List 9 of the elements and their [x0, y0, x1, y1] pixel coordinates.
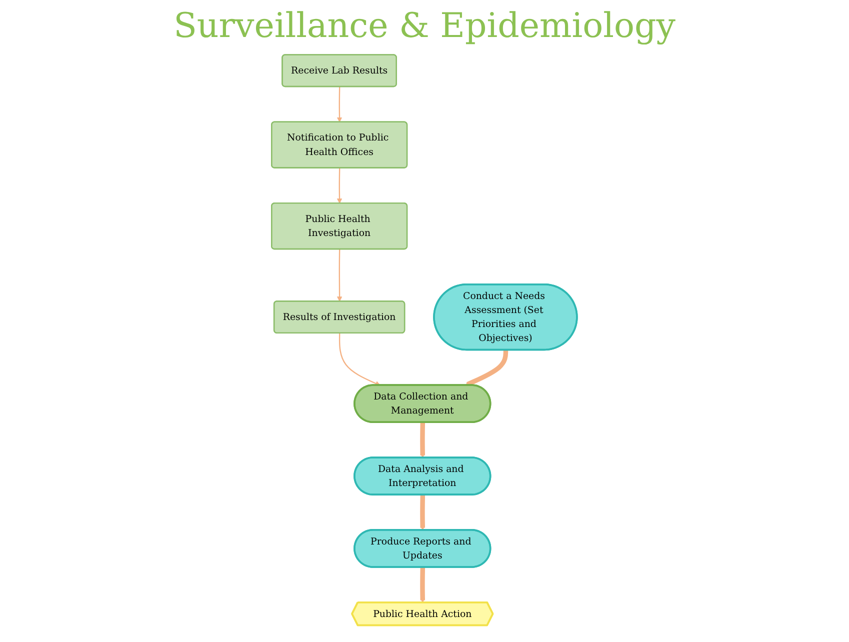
diagram-title: Surveillance & Epidemiology [172, 6, 676, 46]
arrow [337, 249, 342, 302]
arrow [339, 333, 381, 386]
arrow [420, 567, 426, 603]
arrow [420, 422, 426, 458]
arrow [420, 494, 426, 530]
arrow [337, 168, 342, 204]
arrow [337, 86, 342, 122]
arrow [465, 350, 508, 387]
